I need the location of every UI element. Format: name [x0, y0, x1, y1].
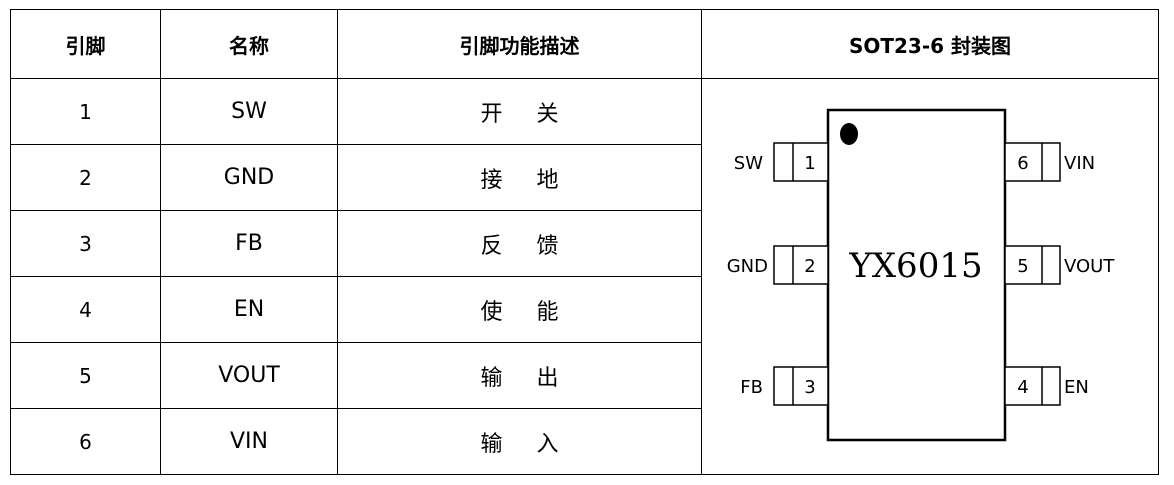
pin-number-label: 4 — [1017, 377, 1028, 398]
chip-body — [826, 108, 1007, 442]
pin-number-label: 6 — [1017, 153, 1028, 174]
pin-function: 使能 — [337, 276, 702, 343]
header-pin: 引脚 — [10, 9, 161, 79]
pin-function-text: 接地 — [480, 167, 593, 193]
pin-name: SW — [160, 78, 338, 145]
pin-table: 引脚 名称 引脚功能描述 SOT23-6 封装图 1 SW 开关 YX6015 … — [10, 9, 1159, 475]
pin-pad — [773, 366, 829, 406]
pin-pad — [1004, 366, 1061, 406]
left-pin-1: 1 SW — [734, 142, 829, 182]
pin-pad — [773, 142, 829, 182]
pin-number-label: 3 — [804, 377, 815, 398]
pin-function: 开关 — [337, 78, 702, 145]
pin-function-text: 开关 — [480, 101, 593, 127]
header-name: 名称 — [160, 9, 338, 79]
right-pin-5: 5 VOUT — [1004, 245, 1115, 285]
pin-number: 6 — [10, 408, 161, 475]
pin-number-label: 2 — [804, 256, 815, 277]
pin-function-text: 输入 — [480, 431, 593, 457]
pin-number: 3 — [10, 210, 161, 277]
pin-number: 2 — [10, 144, 161, 211]
pin-name-label: VOUT — [1064, 256, 1115, 277]
pin-name: FB — [160, 210, 338, 277]
left-pin-2: 2 GND — [727, 245, 829, 285]
package-diagram-cell: YX6015 1 SW 2 GND — [701, 78, 1159, 477]
pin-function: 输入 — [337, 408, 702, 475]
pin-name-label: VIN — [1064, 153, 1095, 174]
sot23-6-diagram: YX6015 1 SW 2 GND — [727, 108, 1115, 442]
pin-function-text: 使能 — [480, 299, 593, 325]
header-function: 引脚功能描述 — [337, 9, 702, 79]
header-row: 引脚 名称 引脚功能描述 SOT23-6 封装图 — [10, 9, 1159, 79]
package-diagram: YX6015 1 SW 2 GND — [702, 79, 1159, 477]
header-package: SOT23-6 封装图 — [701, 9, 1159, 79]
table-row: 4 EN 使能 — [10, 276, 1159, 343]
pin-function-text: 反馈 — [480, 233, 593, 259]
pin-name: EN — [160, 276, 338, 343]
pin-name: VIN — [160, 408, 338, 475]
pin-name: VOUT — [160, 342, 338, 409]
right-pin-4: 4 EN — [1004, 366, 1089, 406]
pin-pad — [1004, 245, 1061, 285]
left-pin-3: 3 FB — [740, 366, 829, 406]
pin-function: 反馈 — [337, 210, 702, 277]
pin-name-label: GND — [727, 256, 768, 277]
pin-name-label: FB — [740, 377, 763, 398]
right-pin-6: 6 VIN — [1004, 142, 1095, 182]
pin-number: 4 — [10, 276, 161, 343]
pin-function-text: 输出 — [480, 365, 593, 391]
pin-pad — [1004, 142, 1061, 182]
pin-name: GND — [160, 144, 338, 211]
pin-number: 1 — [10, 78, 161, 145]
pin-name-label: EN — [1064, 377, 1089, 398]
pin-function: 接地 — [337, 144, 702, 211]
table-row: 1 SW 开关 YX6015 1 SW — [10, 78, 1159, 475]
table-row: 6 VIN 输入 — [10, 408, 1159, 475]
pin1-marker-dot — [840, 123, 858, 145]
pin-number-label: 1 — [804, 153, 815, 174]
chip-name: YX6015 — [848, 246, 982, 286]
pin-number-label: 5 — [1017, 256, 1028, 277]
pin-pad — [773, 245, 829, 285]
pin-function: 输出 — [337, 342, 702, 409]
table-row: 5 VOUT 输出 — [10, 342, 1159, 409]
pin-name-label: SW — [734, 153, 763, 174]
pin-number: 5 — [10, 342, 161, 409]
